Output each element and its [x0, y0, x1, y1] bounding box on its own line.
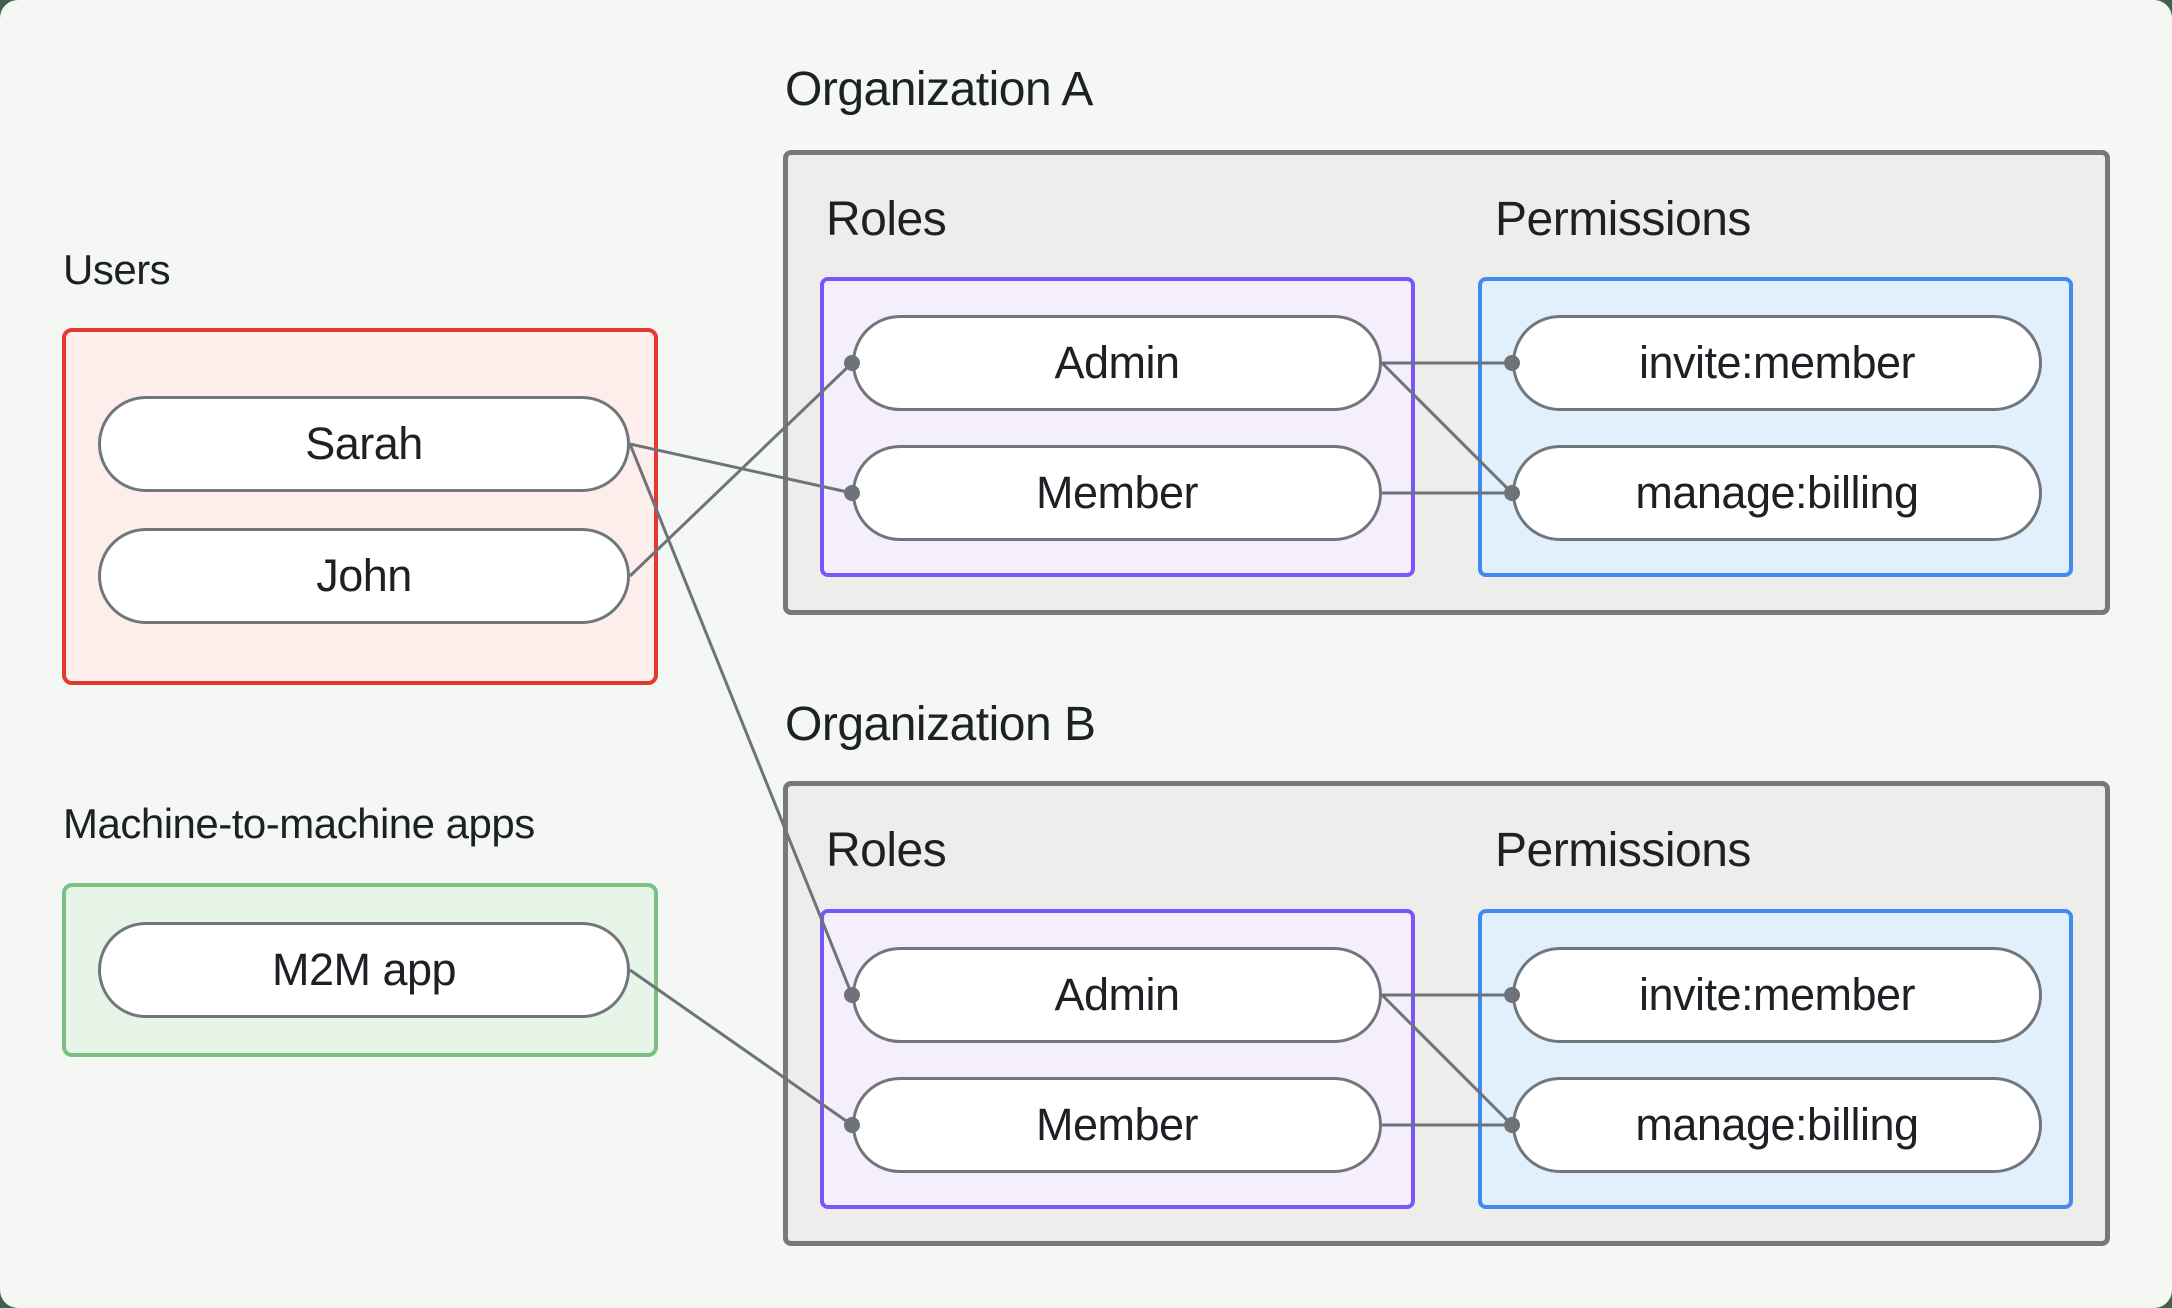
org-b-permission-pill-invite-member: invite:member — [1512, 947, 2042, 1043]
org-a-permission-manage-billing-label: manage:billing — [1635, 467, 1919, 518]
org-b-permission-pill-manage-billing: manage:billing — [1512, 1077, 2042, 1173]
user-pill-sarah: Sarah — [98, 396, 630, 492]
org-b-role-pill-admin: Admin — [852, 947, 1382, 1043]
user-pill-john-label: John — [316, 550, 412, 601]
org-a-role-pill-member: Member — [852, 445, 1382, 541]
m2m-pill-app-label: M2M app — [271, 944, 457, 995]
org-a-role-member-label: Member — [1035, 467, 1199, 518]
user-pill-john: John — [98, 528, 630, 624]
org-b-permission-manage-billing-label: manage:billing — [1635, 1099, 1919, 1150]
org-b-roles-heading: Roles — [826, 824, 947, 877]
org-b-permission-invite-member-label: invite:member — [1638, 969, 1916, 1020]
user-pill-sarah-label: Sarah — [305, 418, 423, 469]
m2m-pill-app: M2M app — [98, 922, 630, 1018]
org-a-title: Organization A — [785, 63, 1093, 116]
org-a-permission-pill-invite-member: invite:member — [1512, 315, 2042, 411]
org-a-role-admin-label: Admin — [1054, 337, 1180, 388]
users-group-box — [62, 328, 658, 685]
org-b-title: Organization B — [785, 698, 1096, 751]
org-b-permissions-heading: Permissions — [1495, 824, 1751, 877]
m2m-section-label: Machine-to-machine apps — [63, 800, 535, 847]
org-a-permission-pill-manage-billing: manage:billing — [1512, 445, 2042, 541]
users-section-label: Users — [63, 246, 171, 293]
org-b-role-member-label: Member — [1035, 1099, 1199, 1150]
org-a-permissions-heading: Permissions — [1495, 193, 1751, 246]
org-a-permission-invite-member-label: invite:member — [1638, 337, 1916, 388]
org-b-role-pill-member: Member — [852, 1077, 1382, 1173]
org-b-role-admin-label: Admin — [1054, 969, 1180, 1020]
org-a-roles-heading: Roles — [826, 193, 947, 246]
org-a-role-pill-admin: Admin — [852, 315, 1382, 411]
